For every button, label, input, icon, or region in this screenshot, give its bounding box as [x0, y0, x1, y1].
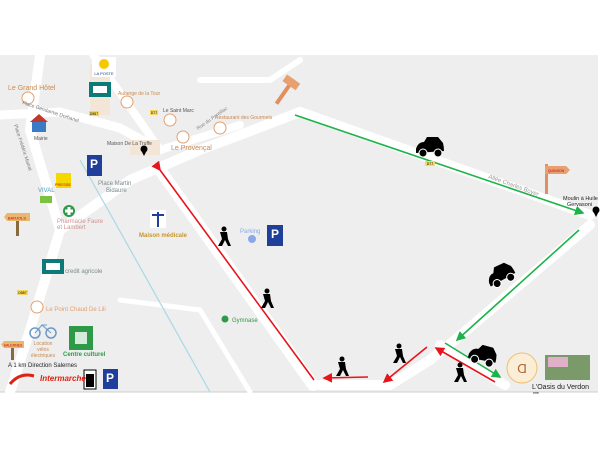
label-pharmacie-2: et Lambert: [57, 225, 86, 231]
restaurant-icon: [21, 91, 35, 105]
car-icon: [488, 262, 516, 289]
label-point-chaud: Le Point Chaud De Lili: [46, 307, 106, 313]
bicycle-icon: [29, 324, 57, 339]
car-icon: [416, 137, 444, 158]
road-shield: D77: [150, 110, 158, 115]
pedestrian-icon: [336, 356, 349, 376]
svg-text:Ɑ: Ɑ: [517, 361, 527, 376]
cart-icon: [40, 196, 52, 203]
svg-text:D557: D557: [18, 291, 26, 295]
la-poste-logo: LA POSTE: [92, 57, 116, 77]
parking-icon: P: [87, 155, 102, 176]
fuel-pump-icon: [83, 369, 97, 390]
label-moulin-2: Gervasoni: [567, 202, 592, 208]
label-grand-hotel: Le Grand Hôtel: [8, 85, 56, 92]
signpost-icon: QUINSON: [545, 164, 570, 194]
label-direction-salernes: A 1 km Direction Salernes: [8, 363, 77, 369]
label-location-2: vélos: [37, 347, 49, 353]
svg-text:QUINSON: QUINSON: [548, 169, 565, 173]
svg-text:PRESSE: PRESSE: [55, 182, 72, 187]
label-restaurant-gourmets: Restaurant des Gourmets: [215, 115, 273, 121]
signpost-icon: SALERNES: [1, 341, 24, 360]
parking-icon: P: [103, 369, 118, 389]
intermarche-logo: Intermarché: [8, 373, 86, 385]
oasis-logo: Ɑ: [506, 352, 538, 384]
presse-logo: PRESSE: [55, 173, 72, 188]
restaurant-icon: [213, 121, 227, 135]
caduceus-icon: [150, 210, 166, 228]
svg-text:P: P: [90, 157, 98, 171]
stream: [79, 159, 211, 393]
label-parking: Parking: [240, 229, 260, 235]
signpost-icon: BARJOLS: [4, 213, 30, 236]
restaurant-icon: [163, 113, 177, 127]
caisse-epargne-logo: [42, 259, 64, 274]
label-auberge: Auberge de la Tour: [118, 91, 160, 97]
car-icon: [467, 344, 497, 368]
svg-text:D77: D77: [151, 111, 157, 115]
label-oasis-stars: ***: [533, 392, 539, 398]
label-location-1: Location: [34, 341, 53, 347]
label-credit-agricole: credit agricole: [65, 269, 103, 275]
label-maison-medicale: Maison médicale: [139, 233, 188, 239]
restaurant-icon: [120, 95, 134, 109]
restaurant-icon: [30, 300, 44, 314]
caisse-epargne-logo: [89, 82, 111, 97]
label-location-3: électriques: [31, 353, 56, 359]
pedestrian-icon: [261, 288, 274, 308]
parking-icon: P: [267, 225, 283, 246]
pedestrian-icon: [393, 343, 406, 363]
restaurants: [21, 91, 227, 314]
roads: [0, 46, 595, 397]
label-pharmacie: Pharmacie Faure: [57, 219, 104, 225]
svg-text:SALERNES: SALERNES: [4, 344, 23, 348]
assembly-point-icon: [69, 326, 93, 350]
label-place-martin-2: Bidaure: [106, 188, 127, 194]
label-centre-culturel: Centre culturel: [63, 352, 106, 358]
pedestrian-icon: [218, 226, 231, 246]
label-maison-truffe: Maison De La Truffe: [107, 141, 152, 147]
map-pin-icon: [140, 145, 148, 156]
road-shield: D557: [89, 111, 99, 116]
pedestrian-icon: [454, 362, 467, 382]
map-pin-icon: [592, 206, 600, 217]
svg-text:D77: D77: [427, 162, 433, 166]
restaurant-icon: [176, 130, 190, 144]
label-le-provencal: Le Provençal: [171, 145, 212, 152]
road-shield: D557: [17, 290, 28, 295]
map-pin-icon: [248, 235, 256, 243]
signpost-icon: [274, 74, 301, 105]
svg-text:D557: D557: [90, 112, 98, 116]
svg-text:Intermarché: Intermarché: [40, 374, 86, 383]
label-place-martin: Place Martin: [98, 181, 131, 187]
walking-route: [151, 160, 496, 384]
road-shield: D77: [425, 161, 435, 166]
svg-text:P: P: [271, 227, 279, 241]
oasis-photo-tree: [548, 357, 568, 367]
label-saint-marc: Le Saint Marc: [163, 108, 194, 114]
label-vival: VIVAL: [38, 188, 55, 194]
svg-text:BARJOLS: BARJOLS: [8, 216, 27, 221]
label-moulin-1: Moulin à Huile: [563, 196, 598, 202]
label-mairie: Mairie: [34, 136, 48, 142]
label-gymnase: Gymnase: [232, 318, 258, 324]
label-oasis: L'Oasis du Verdon: [532, 384, 589, 391]
pharmacy-cross-icon: [63, 205, 75, 217]
map-pin-icon: [221, 315, 229, 323]
house-icon: [30, 114, 48, 132]
la-poste-label: LA POSTE: [94, 71, 114, 76]
svg-text:P: P: [106, 371, 114, 385]
pedestrians: [218, 226, 467, 382]
